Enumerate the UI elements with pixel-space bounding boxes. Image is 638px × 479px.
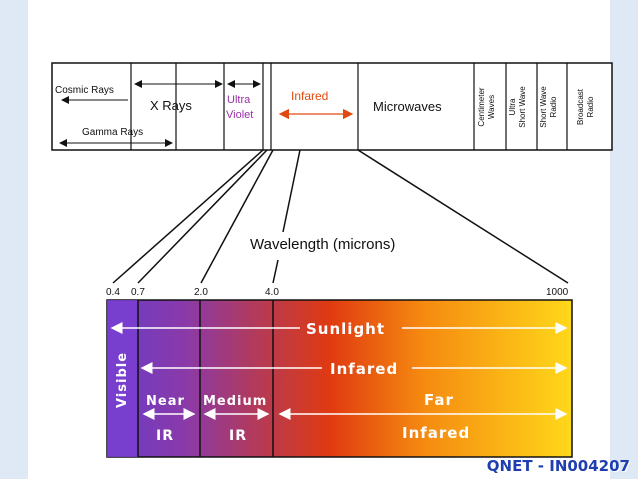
infrared-detail-band: [106, 299, 573, 458]
x-rays-label: X Rays: [150, 98, 192, 113]
infared-label: Infared: [291, 89, 328, 103]
wavelength-title: Wavelength (microns): [250, 236, 395, 253]
watermark-text: QNET - IN004207: [486, 457, 630, 475]
svg-text:Radio: Radio: [586, 96, 595, 117]
far-label: Far: [424, 391, 454, 409]
cosmic-rays-label: Cosmic Rays: [55, 85, 114, 96]
tick-label: 1000: [546, 287, 569, 298]
svg-text:Radio: Radio: [549, 96, 558, 117]
tick-label: 4.0: [265, 287, 279, 298]
tick-label: 0.7: [131, 287, 145, 298]
medium-label: Medium: [203, 394, 267, 409]
svg-text:Broadcast: Broadcast: [576, 88, 585, 125]
svg-text:Ultra: Ultra: [508, 98, 517, 115]
short-wave-radio-label: Short Wave Radio: [539, 86, 558, 128]
svg-text:Waves: Waves: [487, 95, 496, 119]
sunlight-label: Sunlight: [306, 320, 385, 338]
near-ir-label: IR: [156, 428, 174, 444]
svg-text:Visible: Visible: [115, 352, 130, 408]
tick-label: 2.0: [194, 287, 208, 298]
ultra-short-wave-label: Ultra Short Wave: [508, 86, 527, 128]
svg-text:Centimeter: Centimeter: [477, 87, 486, 126]
medium-ir-label: IR: [229, 428, 247, 444]
svg-text:Short Wave: Short Wave: [518, 86, 527, 128]
far-infared-label: Infared: [402, 424, 470, 442]
zoom-connector-lines: [112, 149, 569, 284]
gamma-rays-label: Gamma Rays: [82, 127, 143, 138]
svg-text:Short Wave: Short Wave: [539, 86, 548, 128]
near-label: Near: [146, 394, 185, 409]
centimeter-waves-label: Centimeter Waves: [477, 87, 496, 126]
broadcast-radio-label: Broadcast Radio: [576, 88, 595, 125]
ultra-label: Ultra: [227, 94, 251, 106]
visible-label: Visible: [115, 352, 130, 408]
tick-label: 0.4: [106, 287, 120, 298]
infared-band-label: Infared: [330, 360, 398, 378]
microwaves-label: Microwaves: [373, 99, 442, 114]
spectrum-bar: [51, 62, 613, 151]
violet-label: Violet: [226, 109, 253, 121]
